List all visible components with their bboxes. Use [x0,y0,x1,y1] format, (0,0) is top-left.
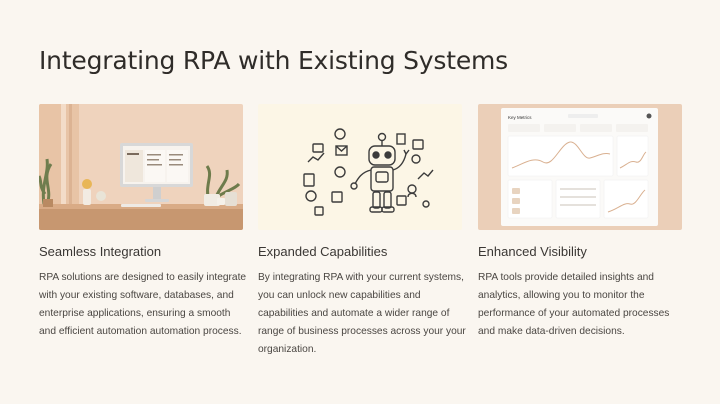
card-heading: Seamless Integration [39,244,162,259]
card-seamless-integration: Seamless Integration RPA solutions are d… [39,104,246,341]
card-expanded-capabilities: Expanded Capabilities By integrating RPA… [258,104,466,359]
robot-illustration-image [258,104,462,230]
card-enhanced-visibility: Key Metrics Enhanced Visibili [478,104,682,341]
card-text: By integrating RPA with your current sys… [258,272,466,355]
card-text: RPA tools provide detailed insights and … [478,272,670,337]
dashboard-title: Key Metrics [508,115,532,120]
card-heading: Expanded Capabilities [258,244,388,259]
desktop-workspace-image [39,104,243,230]
metrics-dashboard-image: Key Metrics [478,104,682,230]
card-text: RPA solutions are designed to easily int… [39,272,247,337]
slide-title: Integrating RPA with Existing Systems [39,46,508,75]
card-heading: Enhanced Visibility [478,244,587,259]
